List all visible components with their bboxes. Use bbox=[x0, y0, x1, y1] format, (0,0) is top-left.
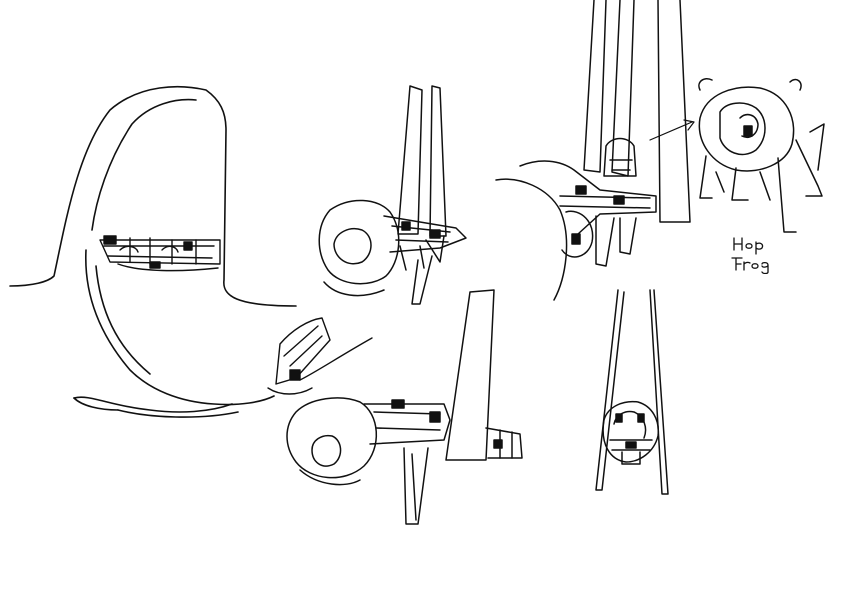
artist-signature bbox=[731, 237, 769, 274]
left-engine-detail bbox=[99, 235, 221, 272]
left-cowling-outline bbox=[9, 85, 297, 418]
bottom-center-craft bbox=[286, 289, 523, 525]
bottom-right-front-craft bbox=[595, 289, 669, 495]
middle-elbow-part bbox=[267, 317, 373, 395]
top-right-craft bbox=[495, 0, 695, 301]
top-center-craft bbox=[318, 85, 467, 305]
sphere-walker bbox=[698, 78, 825, 233]
